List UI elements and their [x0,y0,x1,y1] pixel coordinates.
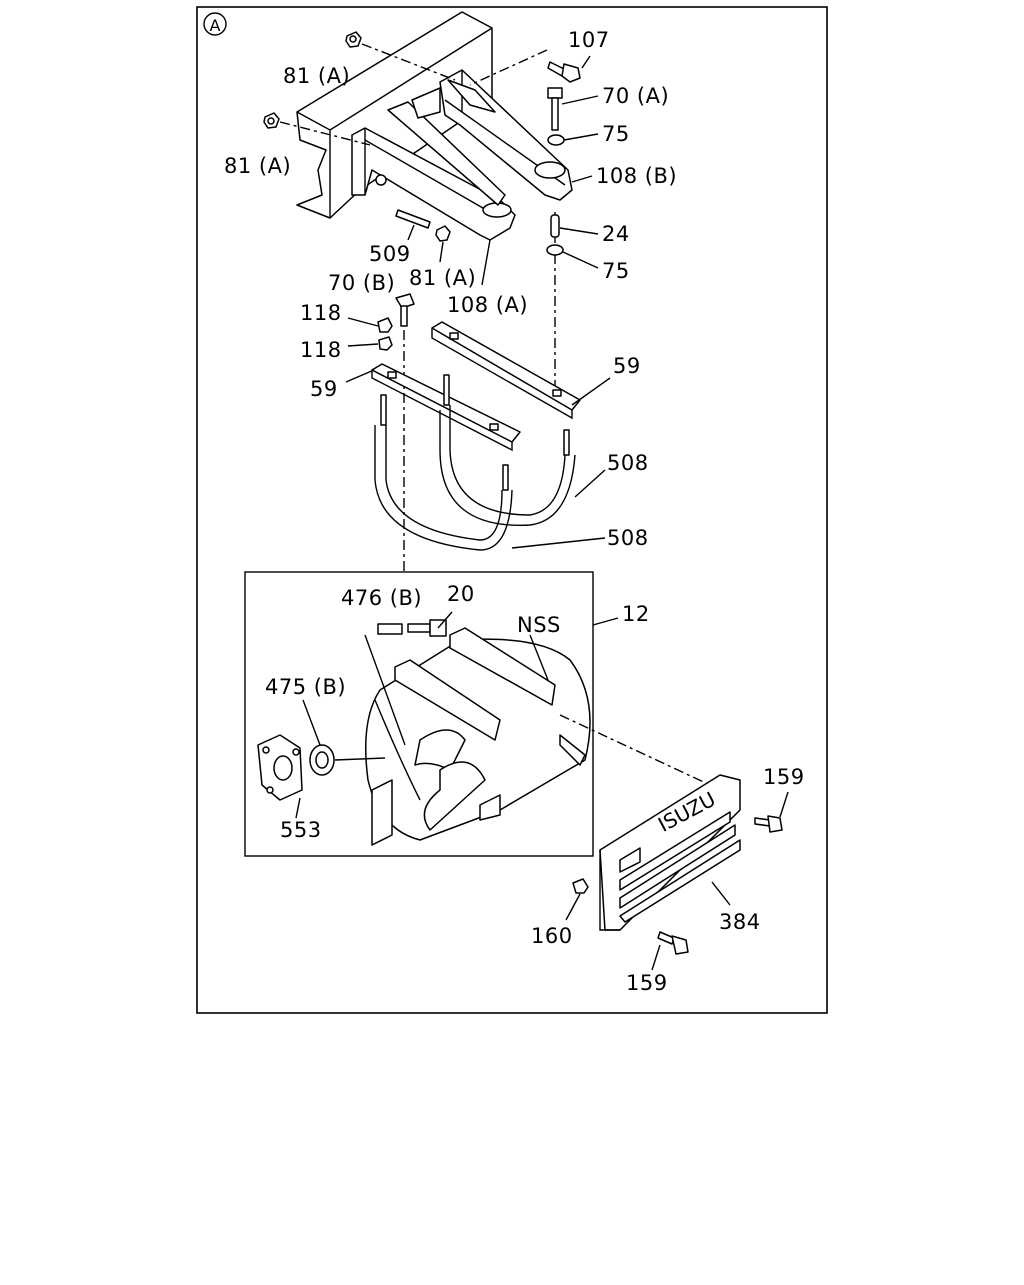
bolt-107 [547,61,581,83]
muffler-assembly-box [244,571,594,857]
label-159-bottom: 159 [626,971,668,995]
svg-text:A: A [210,16,221,35]
label-75-top: 75 [602,122,630,146]
label-108b: 108 (B) [596,164,677,188]
gasket-475b [309,744,335,776]
nut-81a-mid [435,225,451,242]
strap-508-a [439,374,576,526]
nut-118-a [377,317,393,333]
label-107: 107 [568,28,610,52]
muffler-12 [364,627,591,846]
label-160: 160 [531,924,573,948]
label-509: 509 [369,242,411,266]
spring-476b [377,623,403,635]
label-81a-top: 81 (A) [283,64,350,88]
leader-81a-top [361,43,456,81]
label-12: 12 [622,602,650,626]
heat-shield-384: ISUZU [599,774,741,931]
nut-81a-left [263,112,280,129]
leaders [295,55,789,971]
view-marker-a: A [203,12,227,36]
label-159-right: 159 [763,765,805,789]
spacer-24 [550,214,560,238]
washer-75-bot [546,244,564,256]
bolt-159-right [754,815,783,833]
flange-553 [257,734,303,801]
label-nss: NSS [517,613,561,637]
label-553: 553 [280,818,322,842]
label-108a: 108 (A) [447,293,528,317]
nut-81a-top [345,31,362,48]
label-476b: 476 (B) [341,586,422,610]
label-384: 384 [719,910,761,934]
bolt-70a [547,87,563,131]
label-59-left: 59 [310,377,338,401]
bolt-70b [395,293,415,327]
leader-475b [334,757,386,761]
drawing-frame [196,6,828,1014]
bolt-20 [407,619,447,637]
label-508-a: 508 [607,451,649,475]
label-508-b: 508 [607,526,649,550]
label-24: 24 [602,222,630,246]
label-59-right: 59 [613,354,641,378]
leader-shield [559,714,711,786]
nut-118-b [378,336,393,351]
label-475b: 475 (B) [265,675,346,699]
label-81a-mid: 81 (A) [409,266,476,290]
leader-107 [469,49,548,86]
leader-476b [364,634,406,746]
label-75-bot: 75 [602,259,630,283]
label-118-b: 118 [300,338,342,362]
bracket-108b [439,69,573,201]
label-70b: 70 (B) [328,271,395,295]
bolt-509 [395,209,431,229]
bolt-159-bottom [657,931,689,955]
bracket-108a [351,87,516,241]
strap-508-b [374,394,513,551]
label-20: 20 [447,582,475,606]
label-118-a: 118 [300,301,342,325]
washer-75-top [547,134,565,146]
label-81a-left: 81 (A) [224,154,291,178]
label-70a: 70 (A) [602,84,669,108]
nut-160 [572,878,589,894]
leader-81a-left [279,121,371,146]
